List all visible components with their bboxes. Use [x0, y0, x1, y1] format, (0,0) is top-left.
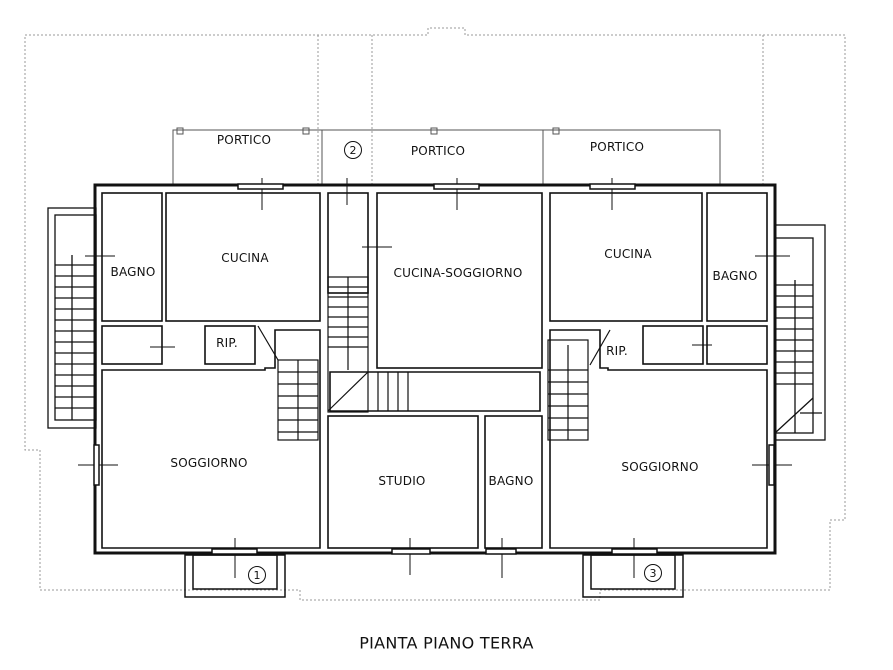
room-label-rip-left: RIP. — [216, 336, 238, 350]
stairs-right-exterior — [774, 224, 826, 441]
drawing-title: PIANTA PIANO TERRA — [359, 633, 534, 653]
room-label-studio: STUDIO — [378, 474, 426, 488]
room-label-portico-left: PORTICO — [216, 133, 272, 147]
room-label-rip-right: RIP. — [606, 344, 628, 358]
room-label-cucina-soggiorno: CUCINA-SOGGIORNO — [393, 266, 523, 280]
unit-marker-2: 2 — [344, 141, 362, 159]
room-label-portico-center: PORTICO — [410, 144, 466, 158]
room-label-bagno-right: BAGNO — [712, 269, 758, 283]
room-label-portico-right: PORTICO — [589, 140, 645, 154]
window-frames — [93, 183, 775, 555]
room-label-bagno-left: BAGNO — [110, 265, 156, 279]
unit-marker-3: 3 — [644, 564, 662, 582]
room-label-soggiorno-right: SOGGIORNO — [621, 460, 699, 474]
door-window-symbols — [78, 178, 792, 578]
room-label-cucina-left: CUCINA — [221, 251, 269, 265]
room-label-bagno-center: BAGNO — [488, 474, 534, 488]
site-boundary — [24, 27, 846, 601]
room-label-soggiorno-left: SOGGIORNO — [170, 456, 248, 470]
stairs-left-exterior — [47, 207, 97, 429]
unit-marker-1: 1 — [248, 566, 266, 584]
interior-walls — [101, 192, 768, 549]
portico-outlines — [172, 127, 721, 185]
balconies — [184, 554, 684, 598]
stairs-interior — [257, 276, 611, 441]
exterior-walls — [93, 183, 777, 555]
room-label-cucina-right: CUCINA — [604, 247, 652, 261]
